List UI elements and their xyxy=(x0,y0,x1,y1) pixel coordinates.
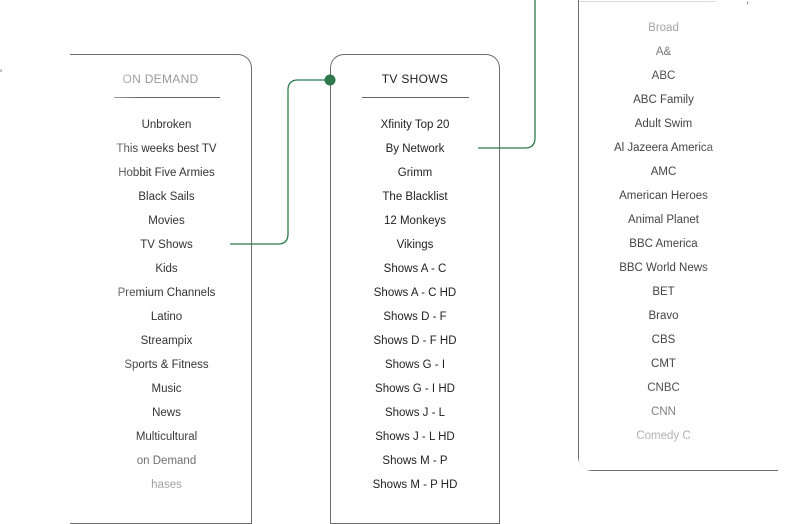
menu-item-kids[interactable]: Kids xyxy=(155,263,178,275)
menu-item-streampix[interactable]: Streampix xyxy=(140,335,193,347)
edge-mark-right: , xyxy=(746,0,750,6)
menu-item-shows-a-c-hd[interactable]: Shows A - C HD xyxy=(373,287,457,299)
edge-mark-left: ' xyxy=(0,68,3,80)
menu-item-premium-channels[interactable]: Premium Channels xyxy=(117,287,216,299)
menu-item-news[interactable]: News xyxy=(152,407,181,419)
tv-shows-panel: TV SHOWS Xfinity Top 20 By Network Grimm… xyxy=(330,54,500,524)
menu-item-grimm[interactable]: Grimm xyxy=(397,167,433,179)
menu-item-bbc-world-news[interactable]: BBC World News xyxy=(619,262,708,274)
menu-item-shows-m-p[interactable]: Shows M - P xyxy=(382,455,448,467)
menu-item-black-sails[interactable]: Black Sails xyxy=(138,191,195,203)
menu-item-shows-d-f-hd[interactable]: Shows D - F HD xyxy=(373,335,457,347)
menu-item-shows-m-p-hd[interactable]: Shows M - P HD xyxy=(372,479,458,491)
menu-item-shows-j-l-hd[interactable]: Shows J - L HD xyxy=(375,431,455,443)
menu-item-al-jazeera-america[interactable]: Al Jazeera America xyxy=(613,142,714,154)
connector-lines xyxy=(230,0,536,245)
menu-item-unbroken[interactable]: Unbroken xyxy=(141,119,192,131)
menu-item-shows-g-i[interactable]: Shows G - I xyxy=(384,359,446,371)
menu-item-12-monkeys[interactable]: 12 Monkeys xyxy=(383,215,446,227)
connector-dot xyxy=(324,74,336,86)
connector-by-network xyxy=(478,0,536,149)
menu-item-bet[interactable]: BET xyxy=(652,286,675,298)
menu-item-cbs[interactable]: CBS xyxy=(651,334,676,346)
menu-item-abc-family[interactable]: ABC Family xyxy=(633,94,694,106)
menu-item-shows-d-f[interactable]: Shows D - F xyxy=(383,311,447,323)
tv-shows-list: Xfinity Top 20 By Network Grimm The Blac… xyxy=(331,113,499,497)
menu-item-shows-a-c[interactable]: Shows A - C xyxy=(383,263,447,275)
title-divider xyxy=(362,97,469,98)
menu-item-shows-j-l[interactable]: Shows J - L xyxy=(384,407,446,419)
menu-item-xfinity-top-20[interactable]: Xfinity Top 20 xyxy=(380,119,450,131)
menu-item-shows-g-i-hd[interactable]: Shows G - I HD xyxy=(375,383,455,395)
menu-item-music[interactable]: Music xyxy=(151,383,182,395)
menu-item-tv-shows[interactable]: TV Shows xyxy=(140,239,193,251)
menu-item-cmt[interactable]: CMT xyxy=(651,358,676,370)
connector-tv-shows xyxy=(230,79,330,245)
menu-item-hobbit[interactable]: Hobbit Five Armies xyxy=(118,167,215,179)
menu-item-animal-planet[interactable]: Animal Planet xyxy=(628,214,699,226)
menu-item-bravo[interactable]: Bravo xyxy=(648,310,679,322)
menu-item-bbc-america[interactable]: BBC America xyxy=(629,238,698,250)
menu-item-latino[interactable]: Latino xyxy=(150,311,183,323)
menu-item-vikings[interactable]: Vikings xyxy=(396,239,434,251)
menu-item-the-blacklist[interactable]: The Blacklist xyxy=(382,191,448,203)
menu-item-adult-swim[interactable]: Adult Swim xyxy=(634,118,693,130)
menu-item-by-network[interactable]: By Network xyxy=(385,143,445,155)
on-demand-title: ON DEMAND xyxy=(122,72,199,86)
menu-item-best-tv[interactable]: This weeks best TV xyxy=(116,143,217,155)
menu-item-sports-fitness[interactable]: Sports & Fitness xyxy=(124,359,209,371)
menu-item-amc[interactable]: AMC xyxy=(650,166,677,178)
title-divider xyxy=(114,97,220,98)
tv-shows-title: TV SHOWS xyxy=(381,72,449,86)
menu-item-american-heroes[interactable]: American Heroes xyxy=(619,190,708,202)
menu-item-movies[interactable]: Movies xyxy=(148,215,185,227)
